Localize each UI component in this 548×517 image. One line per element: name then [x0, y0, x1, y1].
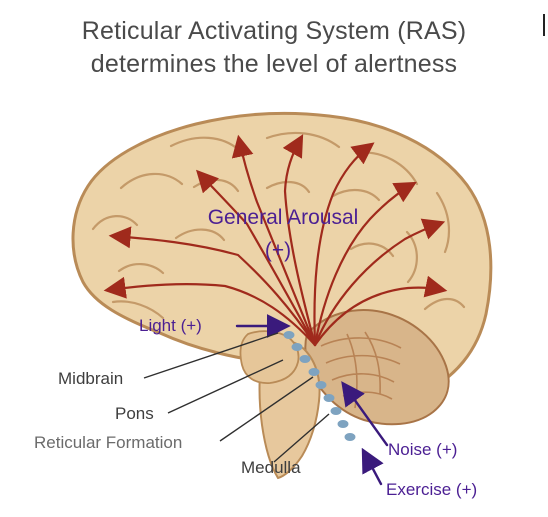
arousal-arrows — [103, 134, 448, 347]
red-arrow-icon — [313, 218, 446, 347]
noise-input-label: Noise (+) — [388, 440, 458, 459]
red-arrow-icon — [196, 169, 317, 347]
input-arrows — [235, 314, 389, 486]
general-arousal-label: General Arousal — [207, 206, 359, 229]
brain-outline — [71, 111, 493, 480]
diagram-title-line-2: determines the level of alertness — [90, 50, 458, 78]
red-arrow-icon — [108, 226, 317, 347]
reticular-formation-label: Reticular Formation — [34, 433, 183, 452]
structure-leader-lines — [143, 332, 330, 463]
diagram-title-line-1: Reticular Activating System (RAS) — [81, 17, 467, 45]
edge-mark — [543, 14, 545, 36]
pons-label: Pons — [115, 404, 154, 423]
red-arrow-icon — [231, 134, 317, 347]
purple-arrow-icon — [361, 447, 384, 486]
light-input-label: Light (+) — [139, 316, 202, 335]
medulla-label: Medulla — [241, 458, 301, 477]
red-arrow-icon — [313, 181, 417, 347]
red-arrow-icon — [282, 134, 317, 347]
purple-arrow-icon — [341, 381, 389, 447]
exercise-input-label: Exercise (+) — [386, 480, 478, 499]
midbrain-label: Midbrain — [58, 369, 124, 388]
red-arrow-icon — [313, 275, 448, 347]
red-arrow-icon — [313, 142, 375, 347]
general-arousal-sign: (+) — [264, 239, 292, 262]
